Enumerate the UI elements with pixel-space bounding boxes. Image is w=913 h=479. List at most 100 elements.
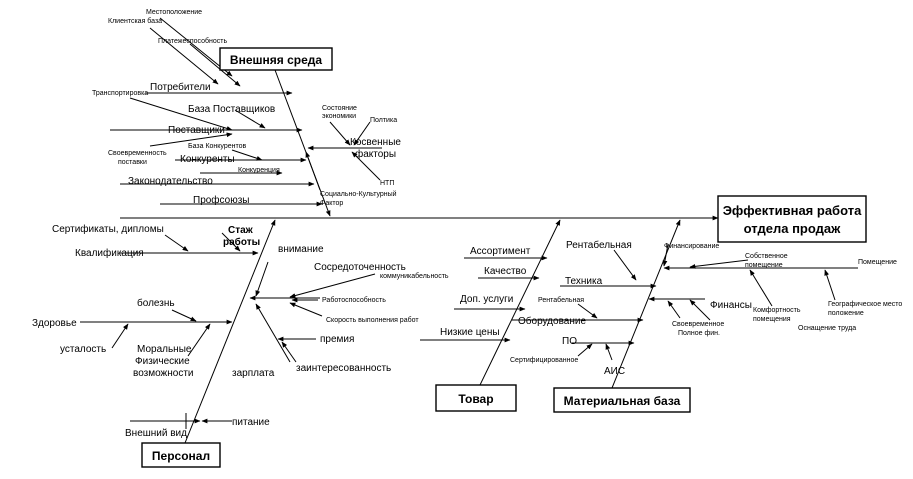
label-ntp: НТП bbox=[380, 180, 394, 187]
effect-title-line1: Эффективная работа bbox=[723, 203, 862, 218]
bone-own-premises bbox=[689, 259, 749, 269]
label-profitable: Рентабельная bbox=[566, 239, 632, 251]
label-timely-full-fin-1: Своевременное bbox=[672, 321, 724, 328]
bone-timely-full-fin bbox=[667, 300, 681, 319]
label-salary: зарплата bbox=[232, 368, 275, 379]
label-consumers: Потребители bbox=[150, 81, 211, 93]
label-certificates: Сертификаты, дипломы bbox=[52, 223, 164, 235]
label-equipment: Оборудование bbox=[518, 315, 586, 327]
bone-timely-supply bbox=[149, 132, 233, 147]
bone-policy bbox=[353, 121, 371, 146]
label-suppliers: Поставщики bbox=[168, 125, 225, 136]
category-external-box: Внешняя среда bbox=[219, 47, 333, 71]
label-bonus: премия bbox=[320, 334, 354, 345]
label-low-prices: Низкие цены bbox=[440, 327, 500, 338]
label-moral-1: Моральные bbox=[137, 344, 192, 355]
label-solvency: Платежеспособность bbox=[158, 37, 228, 45]
bone-profitable bbox=[613, 249, 637, 281]
bone-interest bbox=[281, 341, 297, 363]
label-technology: Техника bbox=[565, 276, 603, 287]
label-health: Здоровье bbox=[32, 318, 77, 329]
effect-box: Эффективная работа отдела продаж bbox=[717, 195, 867, 243]
label-communicability: коммуникабельность bbox=[380, 272, 449, 280]
bone-personnel bbox=[184, 219, 276, 444]
label-qualification: Квалификация bbox=[75, 247, 144, 259]
bone-comfort bbox=[749, 269, 773, 307]
bone-certified bbox=[577, 343, 593, 357]
category-product-label: Товар bbox=[458, 392, 493, 406]
label-geo-2: положение bbox=[828, 310, 864, 317]
label-comfort-1: Комфортность bbox=[753, 307, 801, 314]
label-competition: Конкуренция bbox=[238, 167, 280, 174]
bone-certificates bbox=[164, 234, 189, 252]
label-financing: Финансирование bbox=[664, 243, 719, 250]
bone-moral-physical bbox=[187, 323, 211, 357]
label-geo-1: Географическое место bbox=[828, 301, 902, 308]
bone-competitor-base bbox=[231, 149, 263, 161]
label-illness: болезнь bbox=[137, 297, 175, 309]
label-moral-2: Физические bbox=[135, 356, 190, 367]
label-assortment: Ассортимент bbox=[470, 246, 531, 257]
label-workability: Работоспособность bbox=[322, 296, 386, 304]
bone-external bbox=[274, 69, 331, 217]
bone-geo bbox=[824, 269, 836, 301]
bone-communicability bbox=[289, 273, 376, 298]
label-appearance: Внешний вид bbox=[125, 428, 187, 439]
bone-ais bbox=[605, 343, 613, 361]
bone-profitable-small bbox=[577, 303, 598, 319]
category-product-box: Товар bbox=[435, 384, 517, 412]
category-material-label: Материальная база bbox=[564, 394, 681, 408]
bone-transport bbox=[129, 97, 233, 131]
label-interest: заинтересованность bbox=[296, 363, 391, 374]
label-certified: Сертифицированное bbox=[510, 357, 578, 364]
label-transport: Транспортировка bbox=[92, 90, 148, 97]
category-personnel-label: Персонал bbox=[152, 449, 210, 463]
label-competitors: Конкуренты bbox=[180, 154, 235, 165]
label-fatigue: усталость bbox=[60, 344, 106, 355]
label-location: Местоположение bbox=[146, 9, 202, 16]
bone-sociocultural bbox=[305, 151, 321, 191]
bone-product bbox=[479, 219, 561, 386]
bone-financing bbox=[662, 243, 669, 267]
label-own-premises-1: Собственное bbox=[745, 252, 788, 260]
label-timely-full-fin-2: Полное фин. bbox=[678, 330, 720, 337]
bone-experience bbox=[221, 232, 241, 252]
label-timely-supply-1: Своевременность bbox=[108, 150, 167, 157]
label-sociocultural-1: Социально-Культурный bbox=[320, 190, 397, 198]
bone-fatigue bbox=[111, 323, 129, 349]
bone-attention bbox=[255, 261, 269, 297]
bone-work-speed bbox=[289, 302, 323, 317]
bone-illness bbox=[171, 309, 197, 322]
bone-client-base bbox=[149, 27, 219, 85]
bone-solvency bbox=[189, 43, 241, 87]
category-external-label: Внешняя среда bbox=[230, 53, 322, 67]
label-ais: АИС bbox=[604, 366, 625, 377]
bone-economy bbox=[329, 121, 351, 146]
label-concentration: Сосредоточенность bbox=[314, 262, 406, 273]
label-work-speed: Скорость выполнения работ bbox=[326, 316, 419, 324]
label-timely-supply-2: поставки bbox=[118, 159, 147, 166]
label-indirect-2: факторы bbox=[355, 148, 396, 160]
label-nutrition: питание bbox=[232, 417, 270, 428]
label-sociocultural-2: Фактор bbox=[320, 200, 343, 207]
label-software: ПО bbox=[562, 336, 577, 347]
label-legislation: Законодательство bbox=[128, 176, 213, 187]
category-personnel-box: Персонал bbox=[141, 442, 221, 468]
label-experience-1: Стаж bbox=[228, 225, 254, 236]
label-moral-3: возможности bbox=[133, 368, 194, 379]
label-competitor-base: База Конкурентов bbox=[188, 143, 247, 150]
bone-supplier-base bbox=[234, 109, 266, 129]
label-attention: внимание bbox=[278, 244, 324, 255]
label-comfort-2: помещения bbox=[753, 316, 791, 323]
label-premises: Помещение bbox=[858, 259, 897, 266]
label-profitable-small: Рентабельная bbox=[538, 296, 584, 304]
label-equipping: Оснащение труда bbox=[798, 325, 856, 332]
label-finances: Финансы bbox=[710, 300, 752, 311]
bone-material bbox=[611, 219, 681, 389]
label-economy-2: экономики bbox=[322, 113, 356, 120]
label-economy-1: Состояние bbox=[322, 105, 357, 112]
bone-equipping bbox=[689, 299, 711, 321]
label-client-base: Клиентская база bbox=[108, 17, 162, 25]
effect-title-line2: отдела продаж bbox=[744, 221, 841, 236]
